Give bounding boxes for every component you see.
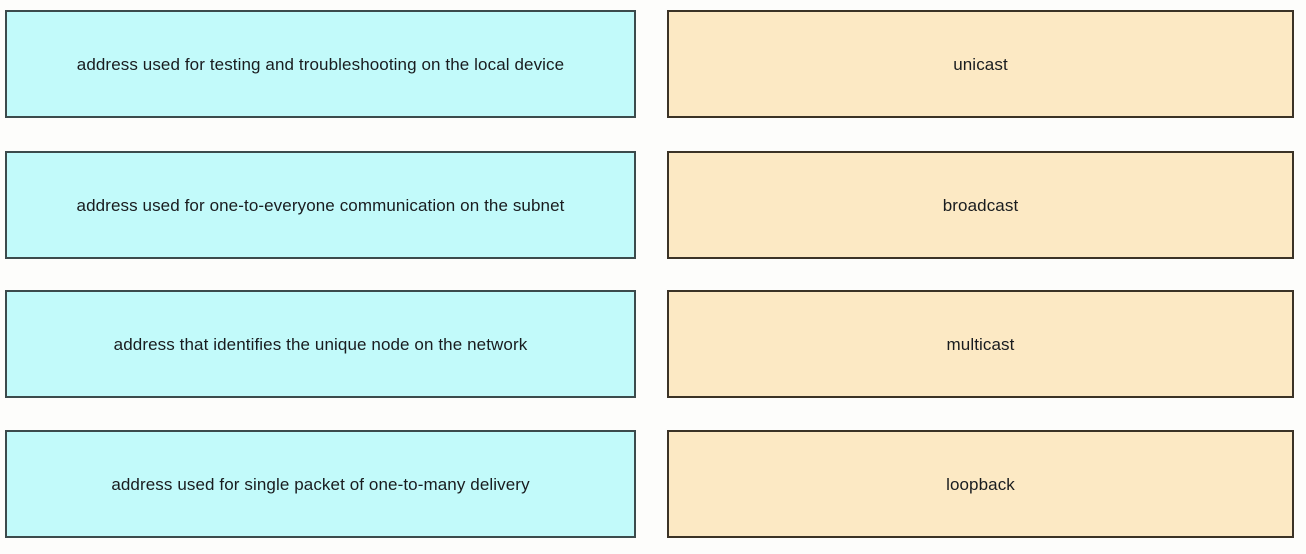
match-row: address used for one-to-everyone communi…: [0, 151, 1306, 263]
match-row: address used for single packet of one-to…: [0, 430, 1306, 542]
prompt-card-label: address used for single packet of one-to…: [111, 474, 530, 494]
prompt-card-label: address that identifies the unique node …: [113, 334, 528, 354]
answer-card-label: broadcast: [942, 195, 1019, 215]
answer-card-label: multicast: [946, 334, 1015, 354]
match-row: address used for testing and troubleshoo…: [0, 10, 1306, 122]
prompt-card[interactable]: address that identifies the unique node …: [5, 290, 636, 398]
answer-card[interactable]: loopback: [667, 430, 1294, 538]
prompt-card[interactable]: address used for one-to-everyone communi…: [5, 151, 636, 259]
answer-card[interactable]: multicast: [667, 290, 1294, 398]
prompt-card-label: address used for testing and troubleshoo…: [76, 54, 565, 74]
answer-card[interactable]: broadcast: [667, 151, 1294, 259]
answer-card[interactable]: unicast: [667, 10, 1294, 118]
prompt-card[interactable]: address used for testing and troubleshoo…: [5, 10, 636, 118]
match-row: address that identifies the unique node …: [0, 290, 1306, 402]
prompt-card[interactable]: address used for single packet of one-to…: [5, 430, 636, 538]
prompt-card-label: address used for one-to-everyone communi…: [76, 195, 565, 215]
answer-card-label: unicast: [953, 54, 1008, 74]
answer-card-label: loopback: [946, 474, 1015, 494]
